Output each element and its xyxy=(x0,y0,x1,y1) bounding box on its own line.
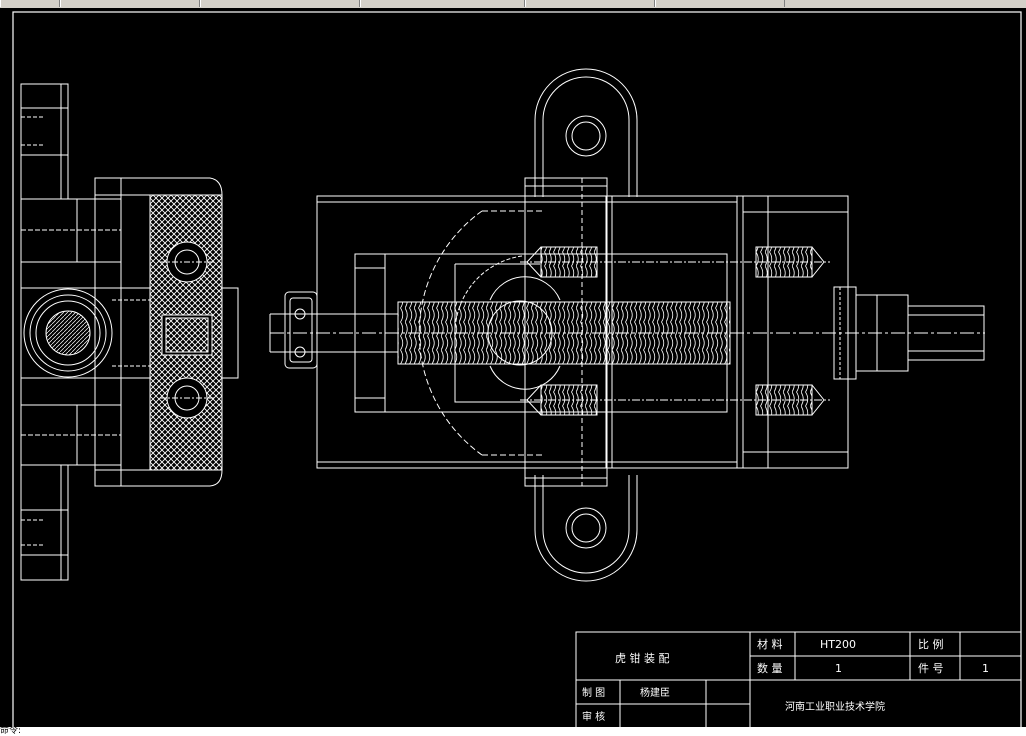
toolbar-tab[interactable] xyxy=(200,0,360,7)
drawn-by: 杨建臣 xyxy=(640,686,670,699)
title-block xyxy=(575,631,1022,727)
material-value: HT200 xyxy=(820,638,856,651)
toolbar-tab[interactable] xyxy=(60,0,200,7)
material-label: 材 料 xyxy=(757,637,783,651)
drawn-label: 制 图 xyxy=(582,686,605,699)
school-name: 河南工业职业技术学院 xyxy=(785,700,885,713)
toolbar-strip xyxy=(0,0,1026,8)
drawing-name: 虎 钳 装 配 xyxy=(615,652,670,665)
toolbar-tab[interactable] xyxy=(655,0,785,7)
part-no-value: 1 xyxy=(982,662,989,675)
side-view xyxy=(20,83,239,581)
toolbar-tab[interactable] xyxy=(360,0,525,7)
toolbar-tab[interactable] xyxy=(525,0,655,7)
quantity-value: 1 xyxy=(835,662,842,675)
top-view xyxy=(269,68,985,582)
quantity-label: 数 量 xyxy=(757,662,783,675)
part-no-label: 件 号 xyxy=(918,662,944,675)
drawing-border xyxy=(12,11,1022,727)
cad-drawing-canvas[interactable]: 虎 钳 装 配 材 料 HT200 比 例 数 量 1 件 号 1 制 图 杨建… xyxy=(0,8,1026,727)
command-prompt: 命令: xyxy=(0,727,22,736)
toolbar-tab[interactable] xyxy=(0,0,60,7)
review-label: 审 核 xyxy=(582,710,605,723)
scale-label: 比 例 xyxy=(918,637,944,651)
command-line[interactable]: 命令: xyxy=(0,727,1026,736)
